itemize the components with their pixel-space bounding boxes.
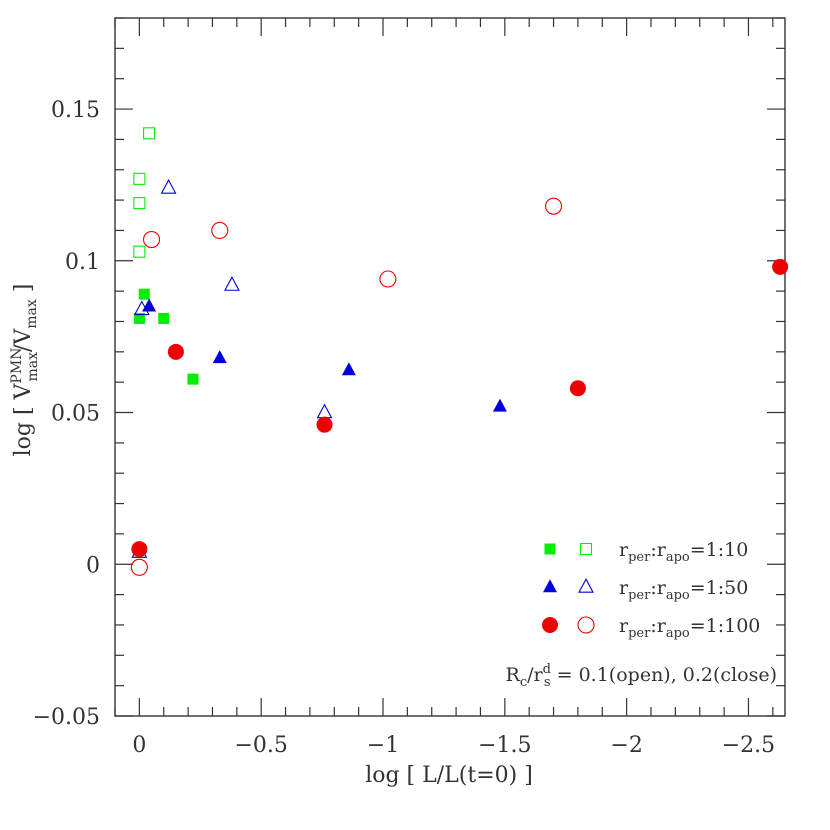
data-point-green-open — [143, 127, 156, 140]
legend-label: rper:rapo=1:50 — [619, 577, 748, 603]
data-point-blue-filled — [341, 362, 356, 376]
data-point-green-filled — [138, 288, 150, 300]
data-point-red-filled — [316, 416, 333, 433]
x-tick-label: −1.5 — [478, 733, 531, 758]
data-point-green-open — [133, 197, 146, 210]
y-tick-label: 0.1 — [65, 250, 100, 275]
data-point-blue-filled — [212, 350, 227, 364]
data-point-green-filled — [133, 312, 145, 324]
x-tick-label: −2.5 — [722, 733, 775, 758]
data-point-blue-open — [160, 178, 177, 194]
data-point-blue-open — [316, 403, 333, 419]
data-point-green-filled — [158, 312, 170, 324]
y-axis-title: log [ VPMNmax/Vmax ] — [9, 284, 41, 457]
legend-marker-filled — [542, 617, 558, 633]
data-point-red-filled — [131, 541, 148, 558]
legend-label: rper:rapo=1:100 — [619, 615, 760, 641]
y-tick-label: 0 — [86, 553, 100, 578]
y-tick-label: 0.15 — [51, 98, 100, 123]
data-point-red-open — [211, 221, 229, 239]
data-point-blue-open — [133, 300, 150, 316]
data-point-red-open — [379, 270, 397, 288]
legend-label: rper:rapo=1:10 — [619, 539, 748, 565]
x-tick-label: 0 — [132, 733, 146, 758]
data-point-red-filled — [569, 380, 586, 397]
data-point-green-open — [133, 172, 146, 185]
data-point-red-open — [130, 558, 148, 576]
x-tick-label: −2 — [610, 733, 642, 758]
x-tick-label: −0.5 — [234, 733, 287, 758]
legend-marker-filled — [543, 579, 557, 593]
data-point-blue-filled — [492, 398, 507, 412]
legend-marker-open — [579, 542, 593, 556]
x-tick-label: −1 — [367, 733, 399, 758]
legend-marker-filled — [544, 543, 556, 555]
legend-marker-open — [577, 616, 595, 634]
y-tick-label: −0.05 — [33, 705, 100, 730]
data-point-red-open — [142, 230, 161, 249]
data-point-red-open — [544, 197, 563, 215]
data-point-red-filled — [772, 258, 789, 275]
x-axis-title: log [ L/L(t=0) ] — [365, 763, 533, 788]
data-point-green-open — [133, 245, 146, 258]
legend-marker-open — [578, 578, 594, 593]
data-point-red-filled — [167, 343, 184, 360]
data-point-blue-open — [224, 276, 240, 291]
data-point-green-filled — [187, 373, 199, 385]
plot-frame — [114, 17, 786, 717]
y-tick-label: 0.05 — [51, 402, 100, 427]
